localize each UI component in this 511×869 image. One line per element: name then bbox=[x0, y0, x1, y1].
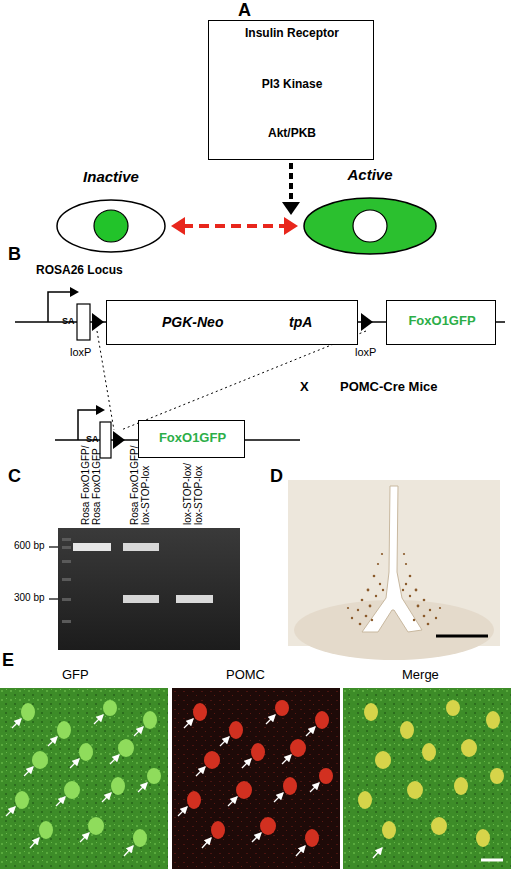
fluorescence-panels bbox=[0, 688, 511, 869]
cell-outline bbox=[55, 198, 167, 254]
lane-label: Rosa FoxO1GFP/ lox-STOP-lox bbox=[129, 441, 151, 525]
gel-band bbox=[123, 543, 159, 551]
stained-cells bbox=[347, 553, 441, 625]
third-ventricle bbox=[362, 486, 422, 632]
panel-letter: E bbox=[2, 650, 14, 671]
figure-label: POMC bbox=[226, 668, 265, 683]
foxo1gfp-box: FoxO1GFP bbox=[386, 300, 496, 345]
arrow-head bbox=[70, 287, 79, 297]
gel-band bbox=[123, 595, 159, 603]
cell-nucleus bbox=[353, 210, 387, 242]
node-text: PI3 Kinase bbox=[169, 78, 415, 92]
figure-label: loxP bbox=[70, 346, 91, 359]
node-text: Inactive bbox=[15, 168, 207, 185]
figure-label: ROSA26 Locus bbox=[36, 264, 123, 278]
brain-section bbox=[288, 480, 500, 646]
panel-letter: C bbox=[8, 466, 21, 487]
size-tick bbox=[49, 546, 58, 547]
figure-label: 300 bp bbox=[14, 592, 45, 604]
panel-letter: D bbox=[270, 466, 283, 487]
cell-outline bbox=[302, 196, 438, 256]
node-text: Active bbox=[262, 166, 478, 183]
double-arrow bbox=[171, 217, 298, 235]
foxo1gfp-box: FoxO1GFP bbox=[138, 420, 245, 458]
ladder-bands bbox=[62, 538, 71, 623]
arrow-head bbox=[282, 202, 300, 215]
node-text: tpA bbox=[289, 314, 312, 330]
node-text: PGK-Neo bbox=[162, 314, 223, 330]
node-text: FoxO1GFP bbox=[347, 314, 511, 329]
gfp-panel bbox=[0, 688, 168, 869]
cell-body bbox=[57, 200, 165, 252]
panel-letter: A bbox=[238, 0, 251, 21]
pathway-box: Insulin ReceptorPI3 KinaseAkt/PKB bbox=[208, 20, 374, 160]
figure-label: POMC-Cre Mice bbox=[340, 380, 438, 395]
figure-label: SA bbox=[62, 316, 75, 326]
lane-label: Rosa FoxO1GFP/ Rosa FoxO1GFP bbox=[80, 441, 102, 525]
figure-label: X bbox=[300, 380, 309, 395]
loxp-site bbox=[361, 313, 373, 331]
panel-letter: B bbox=[8, 244, 21, 265]
arrow-head bbox=[284, 217, 298, 235]
inactive-cell: Inactive bbox=[55, 198, 167, 254]
size-tick bbox=[49, 598, 58, 599]
recombination-line bbox=[121, 331, 366, 430]
recombination-line bbox=[97, 331, 114, 430]
active-cell: Active bbox=[302, 196, 438, 256]
connector-line bbox=[183, 224, 286, 228]
merge-panel bbox=[343, 688, 511, 869]
dotted-arrow bbox=[289, 163, 293, 203]
pomc-panel bbox=[172, 688, 340, 869]
figure-label: 600 bp bbox=[14, 540, 45, 552]
figure-label: GFP bbox=[62, 668, 89, 683]
gel-band bbox=[73, 543, 111, 551]
lane-label: lox-STOP-lox/ lox-STOP-lox bbox=[182, 455, 204, 525]
node-text: FoxO1GFP bbox=[99, 431, 286, 446]
figure-label: SA bbox=[86, 434, 99, 444]
cell-body bbox=[304, 198, 436, 254]
cell-nucleus bbox=[94, 210, 128, 242]
figure-label: loxP bbox=[355, 346, 376, 359]
splice-acceptor bbox=[77, 304, 90, 340]
gel-band bbox=[176, 595, 213, 603]
construct-drawing bbox=[0, 250, 511, 470]
figure-label: Merge bbox=[402, 668, 439, 683]
arrow-head bbox=[171, 217, 185, 235]
scale-bar bbox=[481, 859, 503, 862]
node-text: Akt/PKB bbox=[169, 127, 415, 141]
scale-bar bbox=[436, 635, 488, 638]
loxp-site bbox=[113, 431, 125, 449]
neo-cassette: PGK-Neo tpA bbox=[106, 300, 358, 345]
arrow-head bbox=[96, 405, 105, 415]
gel-background bbox=[58, 528, 240, 650]
node-text: Insulin Receptor bbox=[169, 27, 415, 41]
loxp-site bbox=[92, 313, 104, 331]
